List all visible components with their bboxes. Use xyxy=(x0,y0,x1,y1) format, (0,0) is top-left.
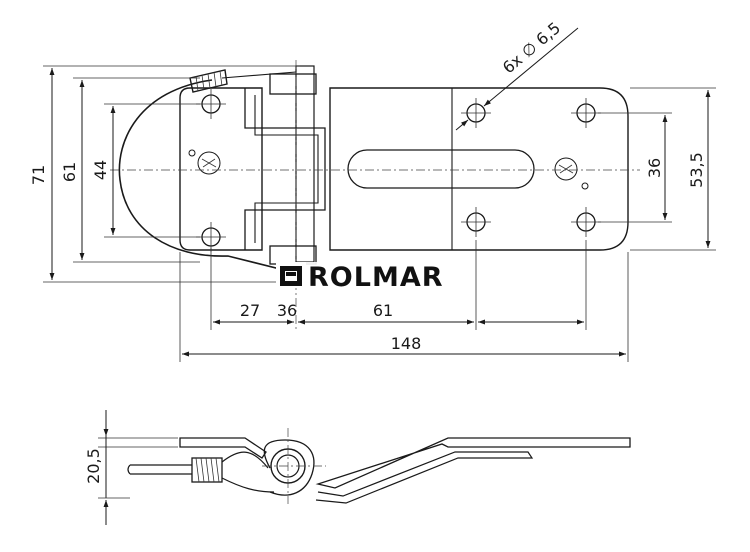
brand-name: ROLMAR xyxy=(308,262,444,293)
hole-left-top xyxy=(196,89,226,119)
hole-left-bottom xyxy=(196,222,226,252)
dim-overall-length: 148 xyxy=(391,334,422,353)
rivet-left xyxy=(188,149,196,157)
side-left-leaf xyxy=(179,437,267,459)
dim-hole-pitch: 61 xyxy=(373,301,393,320)
left-leaf xyxy=(179,87,263,251)
side-knuckle-wrap xyxy=(263,439,315,496)
side-right-plate xyxy=(315,437,631,489)
rivet-right xyxy=(581,182,589,190)
hole-right-top xyxy=(571,98,601,128)
leader-hole-callout xyxy=(483,27,579,107)
side-spring-arms xyxy=(221,451,275,493)
leader-hole-callout-tail xyxy=(455,119,469,131)
dim-side-height: 20,5 xyxy=(84,448,103,484)
spring-wire xyxy=(118,79,285,271)
dim-inner-hole-height: 44 xyxy=(91,160,110,180)
hole-right-bottom xyxy=(571,207,601,237)
pivot-pin xyxy=(295,65,315,263)
dim-left-offset: 27 xyxy=(240,301,260,320)
side-spring-wire xyxy=(130,464,192,475)
stamp-logo-left xyxy=(197,151,221,175)
main-plate xyxy=(329,87,629,251)
spring-wire-top xyxy=(221,71,297,79)
dim-right-hole-spacing: 36 xyxy=(645,158,664,178)
side-view: 20,5 xyxy=(84,410,631,525)
pivot-pin-top xyxy=(269,73,317,95)
stamp-logo-right xyxy=(554,157,578,181)
dim-right-plate-height: 53,5 xyxy=(687,152,706,188)
dim-overall-height: 71 xyxy=(29,165,48,185)
side-latch-arm xyxy=(315,451,534,504)
dimension-lines: 71 61 44 36 53,5 27 36 61 148 6x ∅ 6,5 xyxy=(29,18,716,362)
hinge-knuckle-inner xyxy=(254,95,319,243)
side-coil-spring xyxy=(191,457,223,483)
hinge-knuckle xyxy=(244,88,326,250)
side-spring-wire-end xyxy=(127,464,131,475)
brand-mark-icon xyxy=(280,266,302,286)
brand-logo: ROLMAR xyxy=(276,262,472,293)
brand-mark-bar-icon xyxy=(286,272,296,276)
plate-slot xyxy=(347,149,535,189)
hole-mid-bottom xyxy=(461,207,491,237)
coil-spring xyxy=(189,69,228,93)
hole-mid-top xyxy=(461,98,491,128)
dim-outer-hole-height: 61 xyxy=(60,162,79,182)
dim-pivot-offset: 36 xyxy=(277,301,297,320)
mount-holes xyxy=(196,89,601,252)
